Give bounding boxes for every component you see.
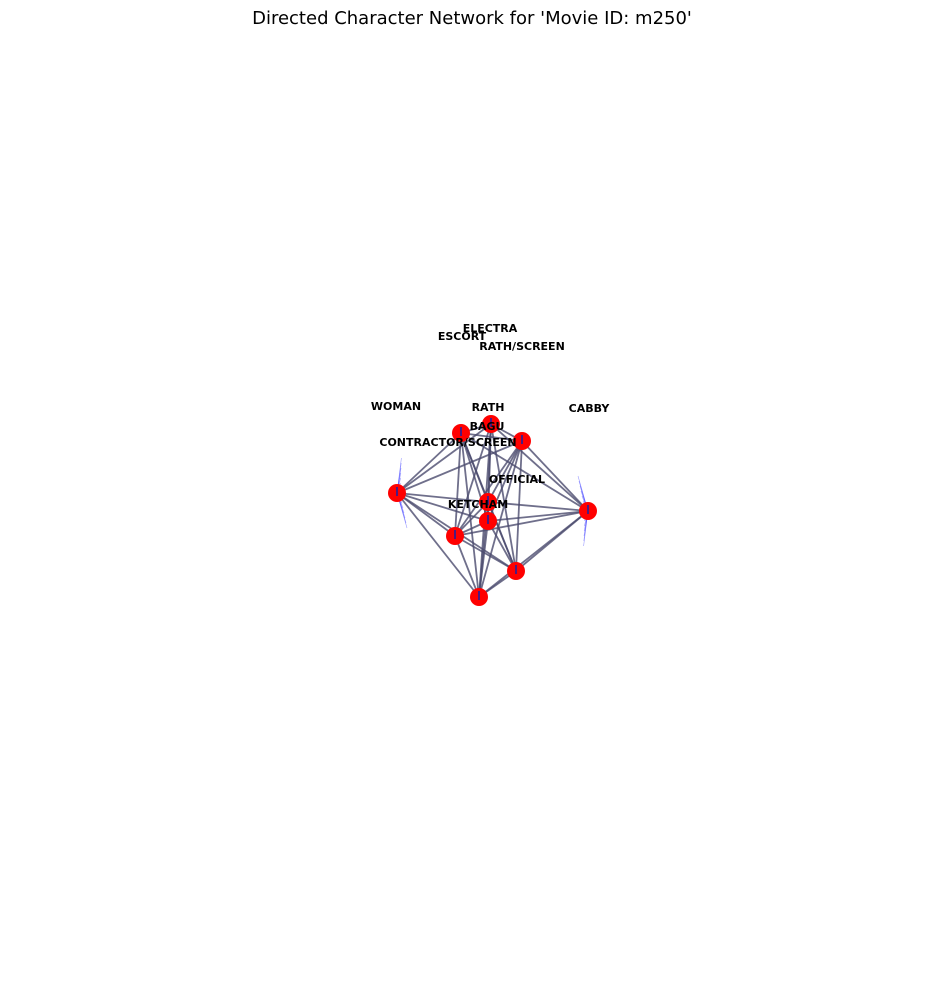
edge-woman-ketcham [396, 492, 480, 598]
edge-woman-cabby [396, 492, 489, 503]
node-label-contractor-screen: CONTRACTOR/SCREEN [379, 436, 516, 449]
edge-woman-bagu [396, 492, 489, 522]
edge-rath-screen-contractor-screen [454, 440, 523, 537]
edge-escort-official [490, 423, 517, 572]
edge-rath-bagu [487, 510, 589, 522]
edge-contractor-screen-official [454, 535, 517, 572]
node-label-rath: RATH [472, 401, 505, 414]
node-label-ketcham: KETCHAM [448, 498, 508, 511]
edge-bagu-ketcham [478, 520, 489, 598]
edge-rath-screen-rath [521, 440, 589, 512]
edge-escort-contractor-screen [454, 423, 492, 537]
node-label-escort: ESCORT [438, 330, 487, 343]
edge-bagu-official [487, 520, 517, 572]
edge-rath-cabby [487, 501, 589, 512]
node-label-rath-screen: RATH/SCREEN [479, 340, 565, 353]
edge-escort-rath [490, 423, 589, 512]
edge-rath-screen-woman [396, 440, 523, 494]
edge-rath-screen-official [515, 440, 523, 572]
edge-electra-contractor-screen [454, 432, 462, 537]
edge-electra-woman [396, 432, 462, 494]
node-label-cabby: CABBY [569, 402, 611, 415]
edge-electra-rath-screen [460, 432, 523, 442]
node-label-electra: ELECTRA [463, 322, 518, 335]
node-label-official: OFFICIAL [489, 473, 545, 486]
edge-rath-ketcham [478, 510, 589, 598]
node-layer [388, 415, 597, 606]
node-label-woman: WOMAN [371, 400, 421, 413]
figure-title: Directed Character Network for 'Movie ID… [252, 8, 692, 29]
edge-electra-rath [460, 432, 589, 512]
edge-escort-woman [396, 423, 492, 494]
node-label-bagu: BAGU [470, 420, 505, 433]
edge-rath-contractor-screen [454, 510, 589, 537]
edge-contractor-screen-ketcham [454, 535, 480, 598]
edge-rath-screen-cabby [487, 440, 523, 503]
